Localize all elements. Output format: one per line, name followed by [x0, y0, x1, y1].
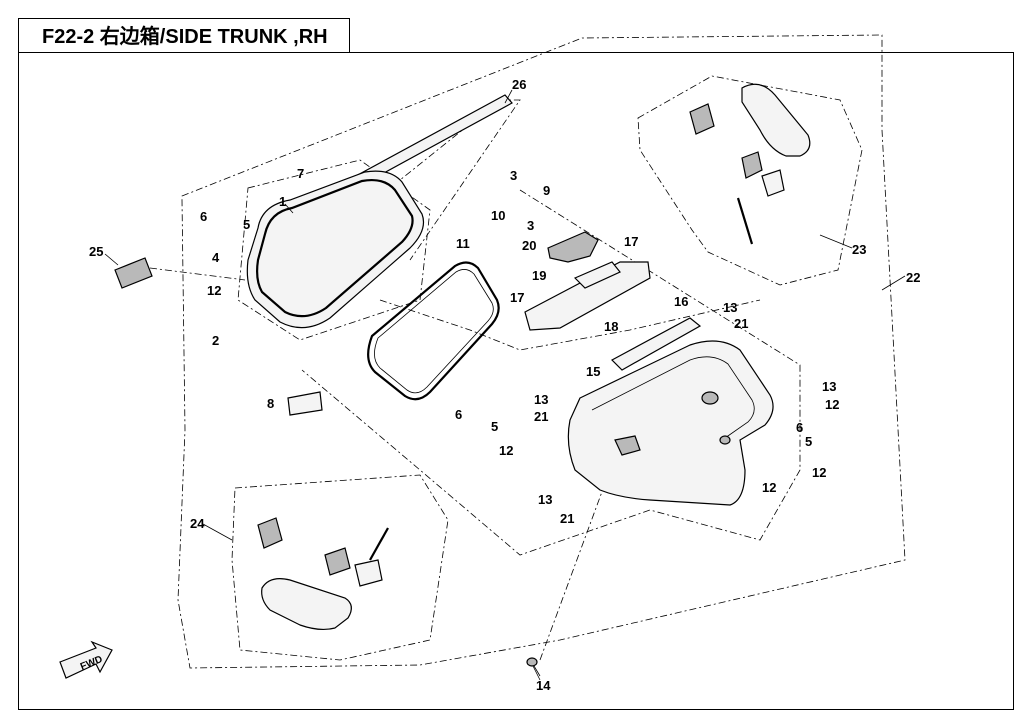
- lid-outline: [237, 159, 431, 341]
- callout-18: 18: [604, 319, 618, 334]
- callout-13: 13: [534, 392, 548, 407]
- callout-13: 13: [822, 379, 836, 394]
- callout-13: 13: [723, 300, 737, 315]
- callout-14: 14: [536, 678, 551, 693]
- part-23-lock-cover: [689, 83, 811, 245]
- part-16-hinge-bar: [611, 317, 702, 371]
- callout-5: 5: [805, 434, 812, 449]
- callout-12: 12: [812, 465, 826, 480]
- page-title: F22-2 右边箱/SIDE TRUNK ,RH: [42, 26, 328, 48]
- part-14-screw: [526, 657, 541, 677]
- callout-5: 5: [491, 419, 498, 434]
- hinge-guide: [379, 299, 761, 351]
- callout-11: 11: [456, 236, 470, 251]
- callout-12: 12: [207, 283, 221, 298]
- fwd-arrow-icon: FWD: [59, 640, 113, 679]
- kit-outline-24: [231, 474, 449, 661]
- part-20-handle: [547, 231, 599, 263]
- callout-10: 10: [491, 208, 505, 223]
- part-19-pad: [573, 261, 621, 289]
- kit-outline-23: [637, 75, 863, 286]
- callout-6: 6: [796, 420, 803, 435]
- part-25-reflector: [114, 257, 246, 289]
- part-1-lid: [246, 170, 425, 329]
- callout-7: 7: [297, 166, 304, 181]
- diagram-frame: [18, 52, 1014, 710]
- callout-24: 24: [190, 516, 205, 531]
- callout-15: 15: [586, 364, 600, 379]
- body-guide: [301, 189, 801, 556]
- callout-16: 16: [674, 294, 688, 309]
- callout-6: 6: [200, 209, 207, 224]
- callout-5: 5: [243, 217, 250, 232]
- callout-17: 17: [624, 234, 638, 249]
- callout-19: 19: [532, 268, 546, 283]
- callout-4: 4: [212, 250, 220, 265]
- callout-21: 21: [534, 409, 548, 424]
- callout-23: 23: [852, 242, 866, 257]
- callout-20: 20: [522, 238, 536, 253]
- callout-12: 12: [762, 480, 776, 495]
- callout-2: 2: [212, 333, 219, 348]
- callout-17: 17: [510, 290, 524, 305]
- callout-12: 12: [825, 397, 839, 412]
- part-11-gasket: [367, 261, 500, 401]
- callout-9: 9: [543, 183, 550, 198]
- callout-13: 13: [538, 492, 552, 507]
- title-box: [18, 18, 350, 52]
- callout-3: 3: [510, 168, 517, 183]
- part-8-hinge: [287, 391, 323, 416]
- assembly-outline-22: [177, 34, 906, 669]
- part-18-cover: [524, 261, 651, 331]
- callout-25: 25: [89, 244, 103, 259]
- callout-21: 21: [734, 316, 748, 331]
- part-24-lock-cover: [257, 517, 389, 631]
- callout-leaders: [104, 234, 906, 681]
- callout-3: 3: [527, 218, 534, 233]
- callout-labels: 1 2 3 3 4 5 5 5 6 6 6 7 8 9 10 11 12 12 …: [89, 77, 920, 693]
- callout-26: 26: [512, 77, 526, 92]
- callout-1: 1: [279, 194, 286, 209]
- callout-6: 6: [455, 407, 462, 422]
- callout-21: 21: [560, 511, 574, 526]
- callout-12: 12: [499, 443, 513, 458]
- trunk-body: [567, 340, 774, 506]
- callout-22: 22: [906, 270, 920, 285]
- callout-8: 8: [267, 396, 274, 411]
- screw-guide-14: [539, 469, 611, 661]
